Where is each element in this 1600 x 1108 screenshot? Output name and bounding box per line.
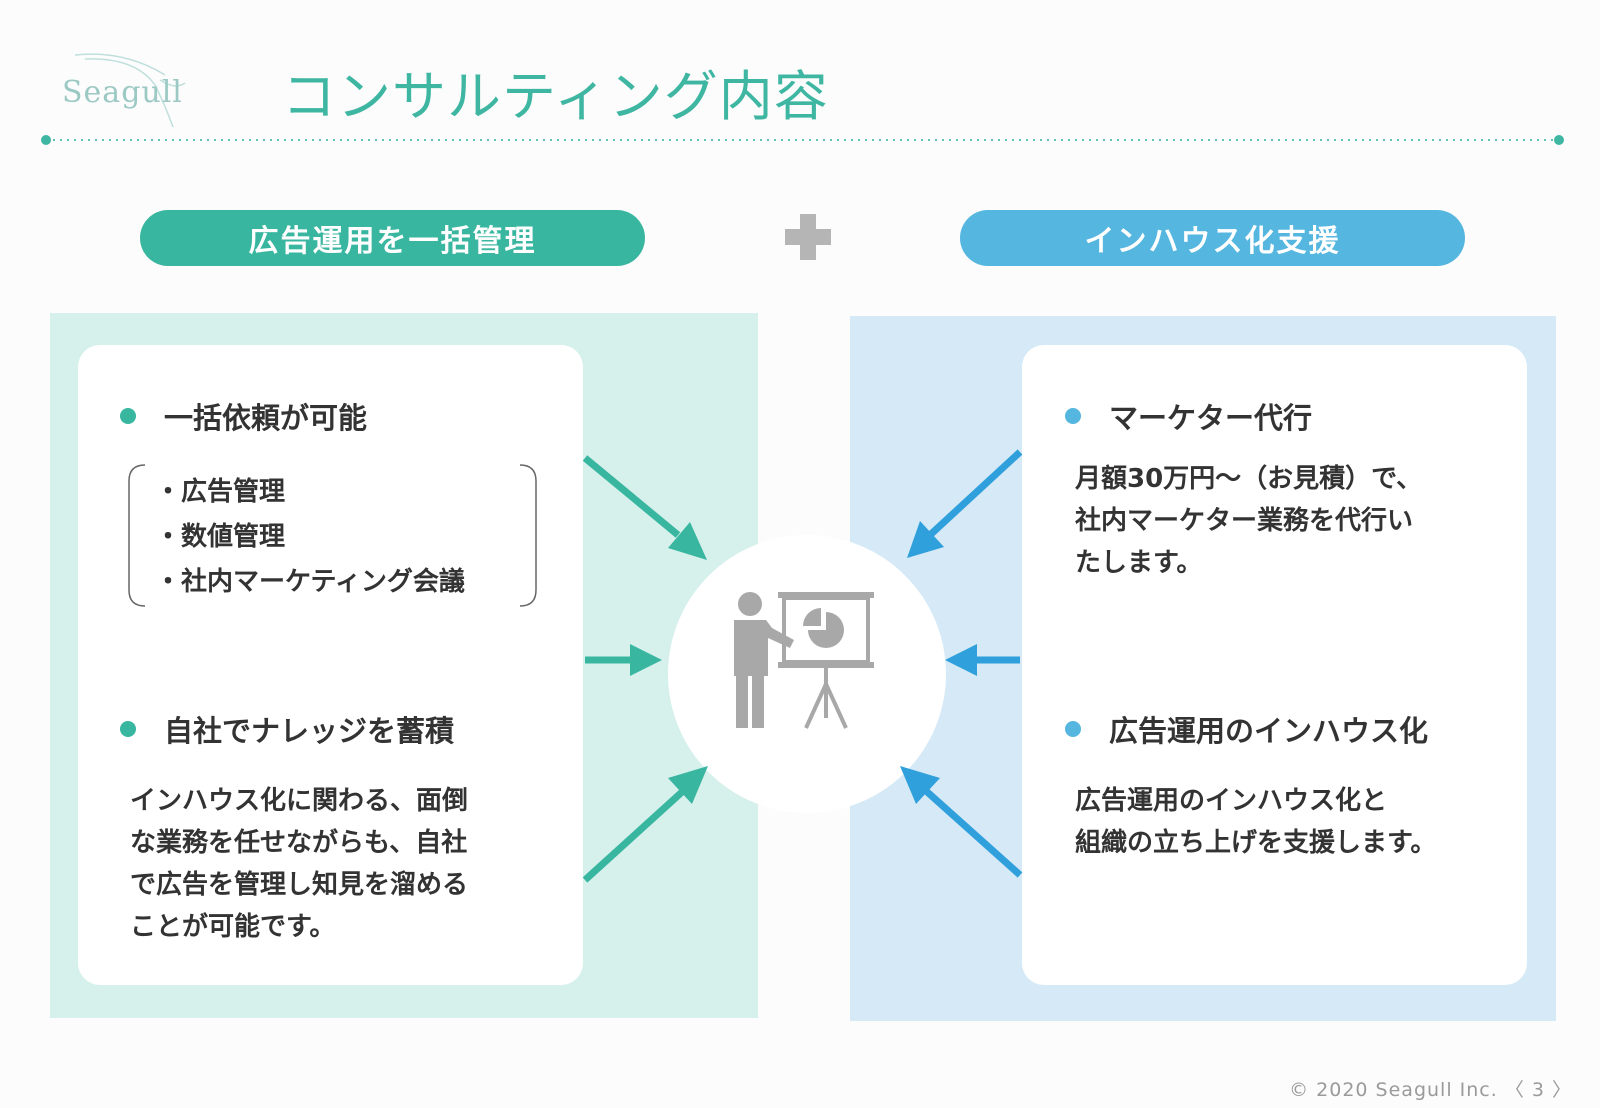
body-line: ことが可能です。: [130, 912, 336, 942]
body-line: で広告を管理し知見を溜める: [130, 870, 469, 900]
list-item: ・広告管理: [155, 477, 286, 507]
body-line: な業務を任せながらも、自社: [130, 828, 468, 858]
right-body-1: 月額30万円～（お見積）で、 社内マーケター業務を代行い たします。: [1075, 458, 1422, 584]
right-card: [1022, 345, 1527, 985]
body-line: 広告運用のインハウス化と: [1075, 786, 1388, 816]
list-item: ・社内マーケティング会議: [155, 567, 465, 597]
body-line: 社内マーケター業務を代行い: [1075, 506, 1414, 536]
seagull-logo-mark: [74, 53, 186, 128]
right-heading-2-text: 広告運用のインハウス化: [1109, 714, 1429, 748]
bullet-dot-icon: [120, 408, 136, 424]
header-dotted-rule: [41, 135, 1564, 145]
left-heading-2: 自社でナレッジを蓄積: [120, 708, 454, 750]
left-body-2: インハウス化に関わる、面倒 な業務を任せながらも、自社 で広告を管理し知見を溜め…: [130, 780, 468, 948]
bullet-dot-icon: [120, 721, 136, 737]
center-circle: [668, 535, 946, 813]
logo-text: Seagull: [62, 75, 183, 110]
right-heading-1: マーケター代行: [1065, 395, 1312, 437]
left-card: [78, 345, 583, 985]
left-heading-1-text: 一括依頼が可能: [164, 401, 368, 435]
task-list: ・広告管理 ・数値管理 ・社内マーケティング会議: [155, 470, 465, 605]
pill-ad-management: 広告運用を一括管理: [140, 210, 645, 266]
right-body-2: 広告運用のインハウス化と 組織の立ち上げを支援します。: [1075, 780, 1436, 864]
body-line: 組織の立ち上げを支援します。: [1075, 828, 1437, 858]
plus-icon: [785, 214, 831, 260]
list-item: ・数値管理: [155, 522, 286, 552]
body-line: たします。: [1075, 548, 1203, 578]
right-heading-1-text: マーケター代行: [1109, 401, 1313, 435]
left-heading-2-text: 自社でナレッジを蓄積: [164, 714, 455, 748]
page-title: コンサルティング内容: [282, 65, 829, 128]
body-line: 月額30万円～（お見積）で、: [1075, 464, 1423, 494]
right-heading-2: 広告運用のインハウス化: [1065, 708, 1428, 750]
presenter-icon: [734, 592, 874, 729]
body-line: インハウス化に関わる、面倒: [130, 786, 469, 816]
left-heading-1: 一括依頼が可能: [120, 395, 367, 437]
footer-copyright: © 2020 Seagull Inc. 〈 3 〉: [1289, 1079, 1572, 1101]
bullet-dot-icon: [1065, 721, 1081, 737]
pill-inhouse-support: インハウス化支援: [960, 210, 1465, 266]
list-bracket: [128, 464, 537, 607]
bullet-dot-icon: [1065, 408, 1081, 424]
